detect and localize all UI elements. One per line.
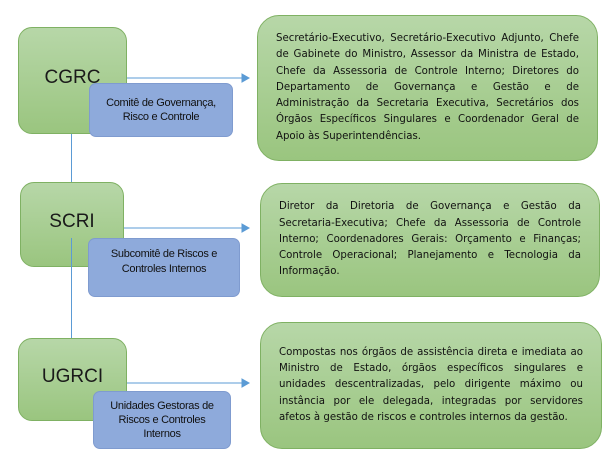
node-code: SCRI xyxy=(49,210,95,232)
description-cgrc: Secretário-Executivo, Secretário-Executi… xyxy=(257,15,598,161)
node-code: UGRCI xyxy=(41,365,104,387)
node-label-ugrci: Unidades Gestoras de Riscos e Controles … xyxy=(93,391,231,449)
description-ugrci: Compostas nos órgãos de assistência dire… xyxy=(260,322,602,449)
description-scri: Diretor da Diretoria de Governança e Ges… xyxy=(260,183,600,297)
description-text: Compostas nos órgãos de assistência dire… xyxy=(279,346,583,423)
node-code: CGRC xyxy=(44,66,101,88)
hierarchy-connector xyxy=(71,238,72,338)
node-label-cgrc: Comitê de Governança, Risco e Controle xyxy=(89,83,233,137)
node-label-scri: Subcomitê de Riscos e Controles Internos xyxy=(88,238,240,297)
description-text: Secretário-Executivo, Secretário-Executi… xyxy=(276,33,579,142)
description-text: Diretor da Diretoria de Governança e Ges… xyxy=(279,201,581,278)
